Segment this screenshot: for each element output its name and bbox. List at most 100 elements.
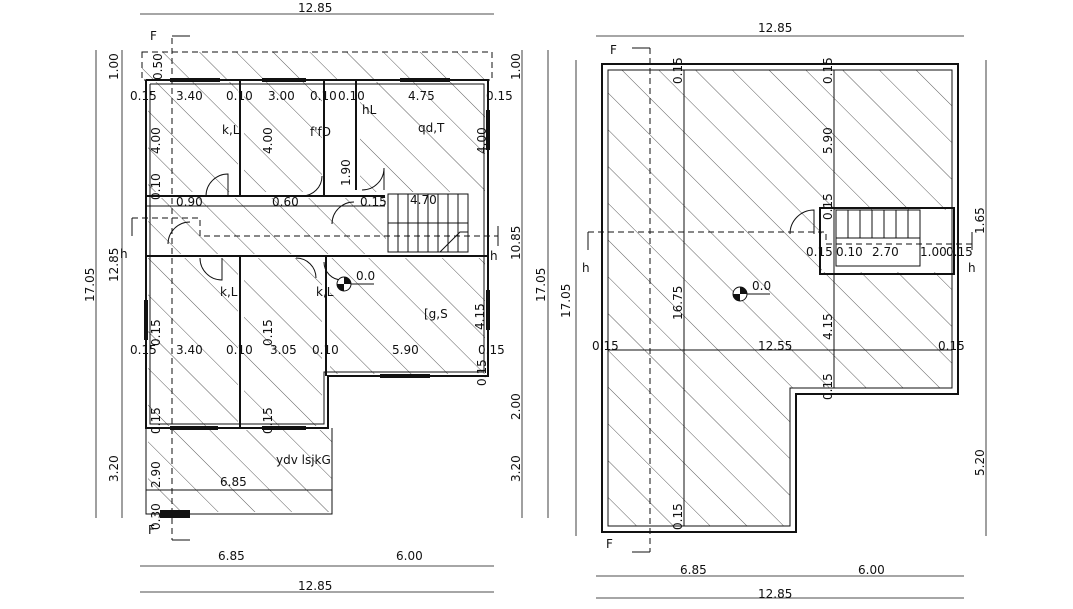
corridor-dim-2: 0.60 — [272, 195, 299, 209]
porch-dim: 6.85 — [220, 475, 247, 489]
row2-dim-5: 0.10 — [312, 343, 339, 357]
vert-misc-9: 0.30 — [149, 503, 163, 530]
row1-dim-8: 0.15 — [486, 89, 513, 103]
right-bottom-dim: 12.85 — [758, 587, 792, 601]
left-floor-plan — [95, 13, 549, 593]
left-left-dim-1: 1.00 — [107, 53, 121, 80]
right-stair-dim-2: 0.10 — [836, 245, 863, 259]
left-right-dim-2: 10.85 — [509, 226, 523, 260]
left-hatch-corridor — [148, 198, 386, 254]
right-vert-dim-1: 0.15 — [671, 57, 685, 84]
right-bottom-dim-b: 6.00 — [858, 563, 885, 577]
right-right-dim-2: 5.20 — [973, 449, 987, 476]
right-vert-dim-7: 0.15 — [671, 503, 685, 530]
right-section-label-bottom: F — [606, 537, 613, 551]
row1-vert-2: 4.00 — [149, 127, 163, 154]
left-section-label-left: h — [120, 247, 128, 261]
left-level-marker — [336, 276, 374, 292]
door-arc-5 — [199, 257, 223, 281]
row2-dim-2: 3.40 — [176, 343, 203, 357]
vert-misc-8: 2.90 — [149, 461, 163, 488]
row1-dim-2: 3.40 — [176, 89, 203, 103]
door-arc-3 — [361, 167, 385, 191]
right-stair-dim-3: 2.70 — [872, 245, 899, 259]
right-section-label-right: h — [968, 261, 976, 275]
right-bottom-dim-a: 6.85 — [680, 563, 707, 577]
left-stairs — [387, 193, 469, 253]
right-stair-dim-5: 0.15 — [946, 245, 973, 259]
left-right-dim-4: 2.00 — [509, 393, 523, 420]
left-hatch-porch — [148, 430, 332, 512]
corridor-dim-4: 0.15 — [360, 195, 387, 209]
vert-misc-3: 0.15 — [261, 319, 275, 346]
left-hatch-room-5 — [244, 258, 322, 426]
left-right-dim-5: 3.20 — [509, 455, 523, 482]
left-bottom-dim-a: 6.85 — [218, 549, 245, 563]
right-stair-void — [822, 210, 952, 272]
right-level-marker — [732, 286, 770, 302]
row2-dim-7: 0.15 — [478, 343, 505, 357]
right-horiz-dim-3: 0.15 — [938, 339, 965, 353]
left-right-dim-1: 1.00 — [509, 53, 523, 80]
left-section-line-hh — [132, 217, 498, 237]
right-vert-dim-5: 4.15 — [821, 313, 835, 340]
left-left-dim-3: 17.05 — [83, 268, 97, 302]
right-hatch-area — [608, 70, 952, 526]
right-right-dim-1: 1.65 — [973, 207, 987, 234]
left-hatch-room-3 — [360, 82, 485, 192]
left-level-value: 0.0 — [356, 269, 375, 283]
left-bottom-dim: 12.85 — [298, 579, 332, 593]
row2-dim-6: 5.90 — [392, 343, 419, 357]
right-stairs — [789, 207, 955, 275]
left-left-dim-4: 3.20 — [107, 455, 121, 482]
room-label-2: f'fD — [310, 125, 331, 139]
row1-dim-7: 4.75 — [408, 89, 435, 103]
row2-dim-1: 0.15 — [130, 343, 157, 357]
room-label-8: ydv lsjkG — [276, 453, 331, 467]
door-arc-1 — [205, 173, 229, 197]
corridor-dim-3: 4.70 — [410, 193, 437, 207]
right-left-dim: 17.05 — [559, 284, 573, 318]
right-vert-dim-3: 0.15 — [821, 57, 835, 84]
row1-vert-5: 1.90 — [339, 159, 353, 186]
row1-dim-6: 0.10 — [338, 89, 365, 103]
left-porch-step — [160, 510, 190, 518]
left-hatch-room-6 — [330, 258, 485, 374]
row1-vert-4: 4.00 — [475, 127, 489, 154]
row1-dim-1: 0.15 — [130, 89, 157, 103]
vert-misc-4: 0.15 — [149, 407, 163, 434]
row1-dim-4: 3.00 — [268, 89, 295, 103]
right-section-label-top: F — [610, 43, 617, 57]
left-plan-labels: 12.85 12.85 6.85 6.00 1.00 12.85 17.05 3… — [83, 1, 548, 593]
vert-misc-6: 0.15 — [475, 359, 489, 386]
row1-vert-1: 0.50 — [151, 53, 165, 80]
left-hatch-room-1 — [148, 82, 238, 192]
right-plan-labels: 12.85 12.85 6.85 6.00 17.05 1.65 5.20 F … — [559, 21, 987, 601]
left-bottom-dim-b: 6.00 — [396, 549, 423, 563]
left-section-label-right: h — [490, 249, 498, 263]
right-stair-dim-4: 1.00 — [920, 245, 947, 259]
door-arc-2 — [301, 175, 323, 197]
door-arc-6 — [295, 257, 317, 279]
left-right-dim-3: 17.05 — [534, 268, 548, 302]
right-section-line-hh — [588, 231, 972, 245]
room-label-6: k,L — [316, 285, 334, 299]
right-outer-wall — [601, 63, 959, 533]
row1-vert-3: 4.00 — [261, 127, 275, 154]
room-label-3: qd,T — [418, 121, 445, 135]
room-label-1: k,L — [222, 123, 240, 137]
room-label-7: [g,S — [424, 307, 448, 321]
right-vert-dim-4: 16.75 — [671, 286, 685, 320]
door-arc-4 — [167, 221, 191, 245]
left-porch-outline — [145, 428, 333, 515]
left-hatch-room-4 — [148, 258, 238, 426]
door-arc-7 — [331, 201, 355, 225]
row1-dim-3: 0.10 — [226, 89, 253, 103]
right-horiz-dim-2: 12.55 — [758, 339, 792, 353]
right-top-dim: 12.85 — [758, 21, 792, 35]
right-vert-dim-6: 0.15 — [821, 373, 835, 400]
row2-dim-4: 3.05 — [270, 343, 297, 357]
right-roof-plan — [575, 35, 987, 599]
vert-misc-1: 0.10 — [149, 173, 163, 200]
